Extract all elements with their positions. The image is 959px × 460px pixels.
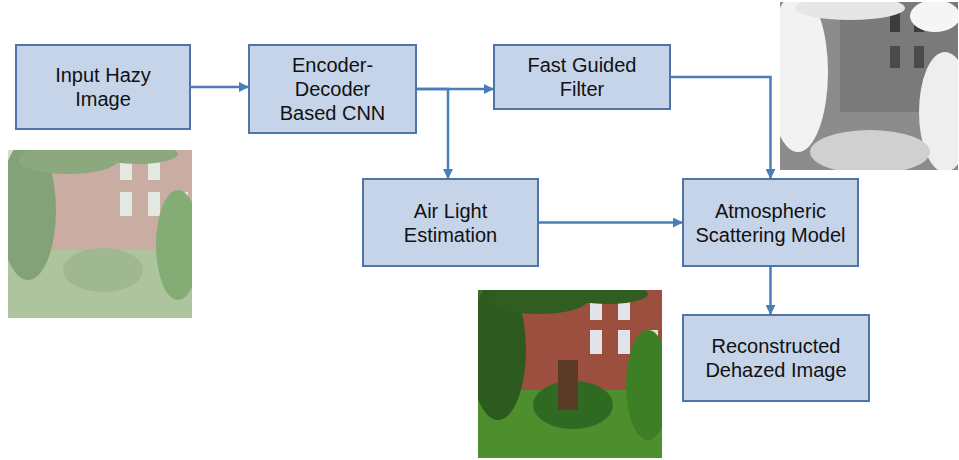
process-box: Air Light Estimation [362, 178, 539, 267]
dehazed-photo [478, 290, 662, 458]
box-label: Air Light Estimation [368, 195, 534, 251]
process-box: Encoder- Decoder Based CNN [248, 44, 417, 134]
box-label: Fast Guided Filter [495, 49, 669, 105]
flow-arrow [671, 77, 771, 178]
process-box: Reconstructed Dehazed Image [682, 314, 870, 402]
box-label: Encoder- Decoder Based CNN [265, 49, 401, 129]
process-box: Atmospheric Scattering Model [682, 178, 859, 267]
box-label: Atmospheric Scattering Model [684, 195, 857, 251]
process-box: Input Hazy Image [15, 44, 191, 130]
box-label: Reconstructed Dehazed Image [684, 330, 868, 386]
flow-arrow [191, 86, 248, 89]
hazy-photo [8, 150, 192, 318]
flow-arrow [769, 267, 772, 314]
flow-arrow [417, 89, 448, 178]
flow-arrow [539, 221, 682, 224]
process-box: Fast Guided Filter [493, 44, 671, 110]
transmission-map [780, 2, 958, 170]
box-label: Input Hazy Image [20, 59, 186, 115]
